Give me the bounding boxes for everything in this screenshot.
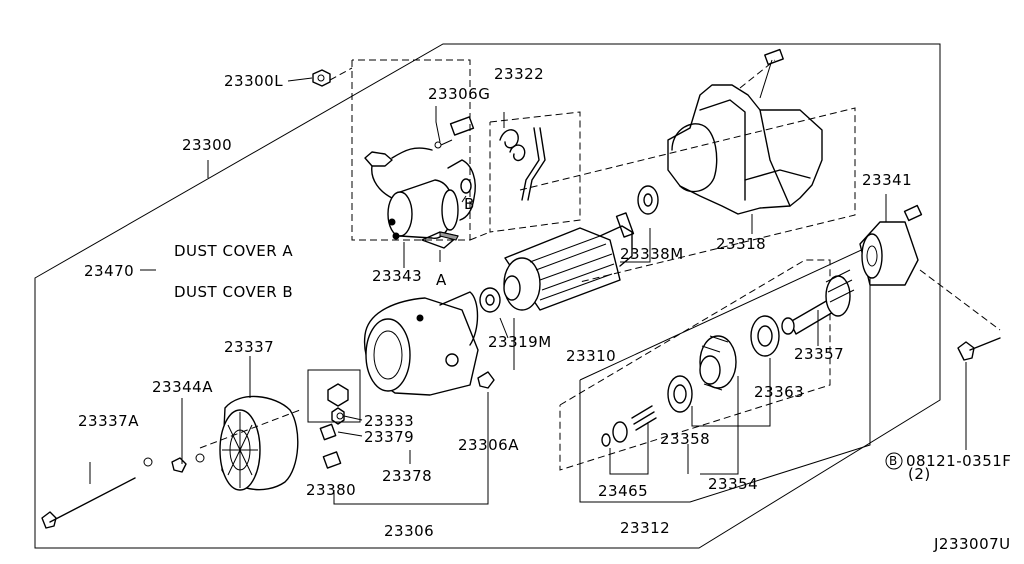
label-23306[interactable]: 23306 [384, 522, 435, 540]
part-23306g[interactable] [434, 116, 475, 149]
connector-dash-2 [469, 231, 491, 241]
label-mark-b: B [464, 195, 475, 213]
label-23306a[interactable]: 23306A [458, 436, 519, 454]
label-08121-0351f[interactable]: 08121-0351F [906, 452, 1012, 470]
label-23378[interactable]: 23378 [382, 467, 433, 485]
armature-group-box [519, 107, 856, 283]
bearing-23363[interactable] [750, 315, 780, 357]
label-23337a[interactable]: 23337A [78, 412, 139, 430]
leader-23306 [333, 392, 489, 505]
circle-b-badge [885, 452, 903, 470]
leader-23338m [620, 228, 651, 263]
rear-housing-23318[interactable] [667, 48, 823, 215]
leader-b [461, 195, 467, 203]
brush-23380[interactable] [322, 451, 342, 469]
leader-23465 [609, 422, 649, 475]
figure-code: J233007U [934, 535, 1011, 553]
label-23306g[interactable]: 23306G [428, 85, 491, 103]
label-23465[interactable]: 23465 [598, 482, 649, 500]
label-23343[interactable]: 23343 [372, 267, 423, 285]
label-23344a[interactable]: 23344A [152, 378, 213, 396]
yoke-assembly[interactable] [363, 291, 479, 396]
brush-springs-23322[interactable] [499, 127, 546, 201]
label-23318[interactable]: 23318 [716, 235, 767, 253]
label-23380[interactable]: 23380 [306, 481, 357, 499]
label-08121-qty: (2) [908, 465, 931, 483]
label-23354[interactable]: 23354 [708, 475, 759, 493]
label-23379[interactable]: 23379 [364, 428, 415, 446]
screw-23306a[interactable] [477, 371, 495, 389]
label-dust-cover-b[interactable]: DUST COVER B [174, 283, 294, 301]
solenoid-plate-a[interactable] [421, 231, 459, 249]
assembly-frame [34, 43, 941, 549]
label-23319m[interactable]: 23319M [488, 333, 552, 351]
bearing-23358[interactable] [667, 375, 693, 413]
label-23341[interactable]: 23341 [862, 171, 913, 189]
connector-dash-4 [919, 269, 1001, 331]
armature-23310[interactable] [503, 212, 635, 311]
brush-group-box [489, 111, 581, 233]
leader-23354 [700, 376, 739, 475]
label-23300[interactable]: 23300 [182, 136, 233, 154]
label-23312[interactable]: 23312 [620, 519, 671, 537]
bearing-23338m[interactable] [637, 185, 659, 215]
clutch-frame [579, 245, 871, 503]
leader-23319m [499, 317, 509, 339]
label-23357[interactable]: 23357 [794, 345, 845, 363]
connector-dash-1 [329, 67, 353, 81]
screw-23344a[interactable] [171, 453, 205, 473]
nut-23300l[interactable] [312, 69, 331, 87]
bearing-23319m[interactable] [479, 287, 501, 313]
connector-dash-3 [199, 409, 301, 449]
leader-23379 [337, 431, 363, 437]
label-23358[interactable]: 23358 [660, 430, 711, 448]
clutch-group-box [559, 259, 831, 471]
label-23470[interactable]: 23470 [84, 262, 135, 280]
leader-23363 [691, 358, 771, 427]
spring-set-23465[interactable] [601, 405, 657, 447]
leader-23333 [343, 415, 363, 421]
label-23310[interactable]: 23310 [566, 347, 617, 365]
through-bolt-23337a[interactable] [41, 457, 153, 529]
solenoid-assembly[interactable] [364, 147, 476, 240]
label-mark-a: A [436, 271, 447, 289]
clutch-gear-23354[interactable] [699, 335, 737, 391]
front-cover-23337[interactable] [219, 395, 299, 491]
label-23333[interactable]: 23333 [364, 412, 415, 430]
label-23337[interactable]: 23337 [224, 338, 275, 356]
pinion-shaft-23357[interactable] [781, 269, 855, 335]
brush-kit-23378[interactable] [307, 369, 361, 441]
bolt-08121-0351f[interactable] [957, 337, 1001, 361]
label-circle-b: B [889, 454, 898, 468]
label-23300l[interactable]: 23300L [224, 72, 284, 90]
connector-dash-5 [739, 59, 776, 89]
label-dust-cover-a[interactable]: DUST COVER A [174, 242, 294, 260]
label-23338m[interactable]: 23338M [620, 245, 684, 263]
label-23363[interactable]: 23363 [754, 383, 805, 401]
leader-23300l [287, 77, 313, 82]
front-housing-23341[interactable] [859, 204, 923, 286]
label-23322[interactable]: 23322 [494, 65, 545, 83]
leader-23306g [435, 106, 441, 143]
